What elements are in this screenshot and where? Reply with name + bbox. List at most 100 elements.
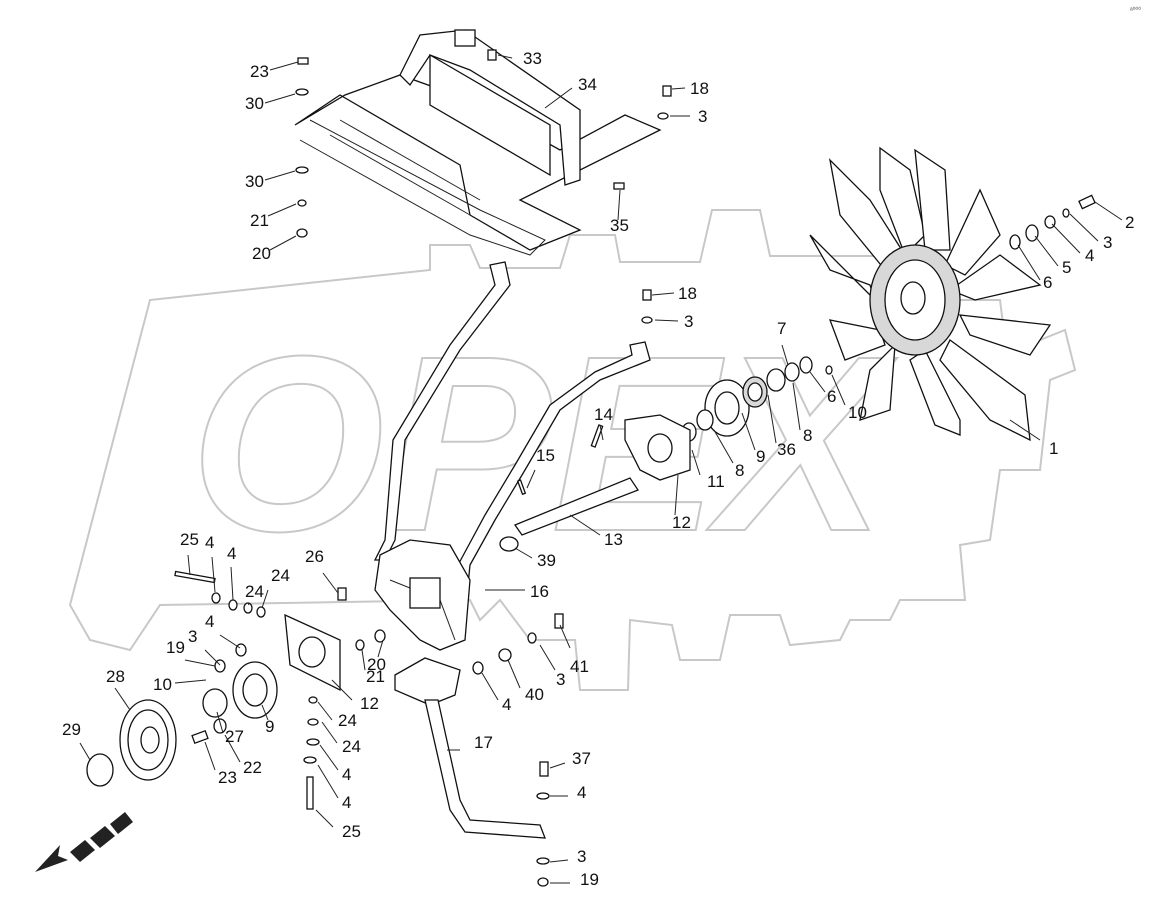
leader-line bbox=[569, 514, 601, 536]
pulley-group bbox=[86, 643, 278, 787]
part-callout: 35 bbox=[610, 216, 629, 235]
leader-line bbox=[269, 61, 299, 71]
part-callout: 3 bbox=[1103, 233, 1112, 252]
leader-line bbox=[321, 721, 338, 744]
part-callout: 36 bbox=[777, 440, 796, 459]
leader-line bbox=[671, 87, 686, 90]
part-callout: 4 bbox=[205, 612, 214, 631]
leader-line bbox=[691, 449, 701, 476]
part-callout: 21 bbox=[366, 667, 385, 686]
arm-17 bbox=[394, 657, 546, 839]
shaft-13 bbox=[499, 424, 639, 552]
leader-line bbox=[204, 649, 221, 666]
leader-line bbox=[211, 556, 216, 593]
leader-line bbox=[322, 572, 339, 594]
leader-line bbox=[1009, 419, 1041, 441]
part-callout: 24 bbox=[271, 566, 290, 585]
leader-line bbox=[544, 87, 573, 109]
part-callout: 10 bbox=[153, 675, 172, 694]
leader-line bbox=[599, 424, 604, 441]
fan-1 bbox=[809, 146, 1052, 442]
leader-line bbox=[230, 566, 234, 601]
leader-line bbox=[674, 474, 679, 516]
leader-line bbox=[264, 170, 296, 181]
part-callout: 3 bbox=[556, 670, 565, 689]
part-callout: 19 bbox=[580, 870, 599, 889]
leader-line bbox=[617, 189, 621, 221]
leader-line bbox=[651, 292, 675, 296]
part-callout: 14 bbox=[594, 405, 613, 424]
opex-watermark: OPEX bbox=[68, 209, 1077, 691]
leader-line bbox=[216, 711, 224, 734]
part-callout: 37 bbox=[572, 749, 591, 768]
part-callout: 4 bbox=[577, 783, 586, 802]
part-callout: 24 bbox=[342, 737, 361, 756]
leader-line bbox=[319, 744, 339, 771]
leader-line bbox=[224, 734, 241, 763]
leader-line bbox=[1034, 235, 1059, 267]
part-callout: 34 bbox=[578, 75, 597, 94]
part-callout: 27 bbox=[225, 727, 244, 746]
leader-line bbox=[1017, 244, 1041, 281]
part-callout: 20 bbox=[252, 244, 271, 263]
leader-line bbox=[507, 659, 521, 689]
part-callout: 39 bbox=[537, 551, 556, 570]
part-callout: 4 bbox=[342, 793, 351, 812]
part-callout: 25 bbox=[342, 822, 361, 841]
leader-line bbox=[264, 93, 296, 104]
part-callout: 23 bbox=[218, 768, 237, 787]
leader-line bbox=[267, 203, 297, 217]
leader-line bbox=[269, 235, 297, 251]
part-callout: 18 bbox=[678, 284, 697, 303]
watermark-text: OPEX bbox=[190, 304, 898, 583]
part-callout: 20 bbox=[367, 655, 386, 674]
leader-line bbox=[261, 704, 269, 721]
part-callout: 8 bbox=[735, 461, 744, 480]
leader-line bbox=[792, 382, 801, 431]
part-callout: 12 bbox=[360, 694, 379, 713]
leader-line bbox=[767, 394, 777, 444]
leader-line bbox=[514, 547, 533, 559]
part-callout: 4 bbox=[227, 544, 236, 563]
part-callout: 3 bbox=[577, 847, 586, 866]
leader-line bbox=[204, 741, 216, 771]
part-callout: 18 bbox=[690, 79, 709, 98]
part-callout: 15 bbox=[536, 446, 555, 465]
leader-line bbox=[247, 602, 250, 606]
part-callout: 3 bbox=[684, 312, 693, 331]
leader-line bbox=[741, 412, 756, 451]
leader-line bbox=[184, 659, 216, 667]
leader-line bbox=[261, 589, 269, 609]
part-callout: 6 bbox=[827, 387, 836, 406]
corner-code: ᵃ⁰⁰⁰ bbox=[1130, 6, 1141, 14]
leader-line bbox=[481, 672, 499, 701]
part-callout: 10 bbox=[848, 403, 867, 422]
bearing-stack bbox=[624, 356, 813, 481]
part-callout: 4 bbox=[205, 533, 214, 552]
leader-line bbox=[713, 429, 734, 464]
upper-frame-34 bbox=[294, 29, 662, 256]
part-callout: 12 bbox=[672, 513, 691, 532]
small-hardware bbox=[174, 49, 672, 887]
leader-line bbox=[361, 649, 366, 671]
part-callout: 30 bbox=[245, 94, 264, 113]
part-callout: 17 bbox=[474, 733, 493, 752]
fan-hardware bbox=[825, 194, 1096, 375]
part-callout: 3 bbox=[698, 107, 707, 126]
part-callout: 16 bbox=[530, 582, 549, 601]
leader-line bbox=[1069, 213, 1099, 242]
part-callout: 13 bbox=[604, 530, 623, 549]
part-callout: 41 bbox=[570, 657, 589, 676]
leader-line bbox=[549, 762, 566, 769]
leader-lines bbox=[79, 54, 1123, 884]
support-bracket-16 bbox=[373, 261, 651, 651]
leader-line bbox=[559, 624, 571, 649]
leader-line bbox=[1051, 223, 1081, 254]
part-callout: 24 bbox=[245, 582, 264, 601]
part-callout: 2 bbox=[1125, 213, 1134, 232]
leader-line bbox=[174, 679, 207, 684]
leader-line bbox=[187, 554, 191, 576]
part-callout: 3 bbox=[188, 627, 197, 646]
part-callout: 28 bbox=[106, 667, 125, 686]
